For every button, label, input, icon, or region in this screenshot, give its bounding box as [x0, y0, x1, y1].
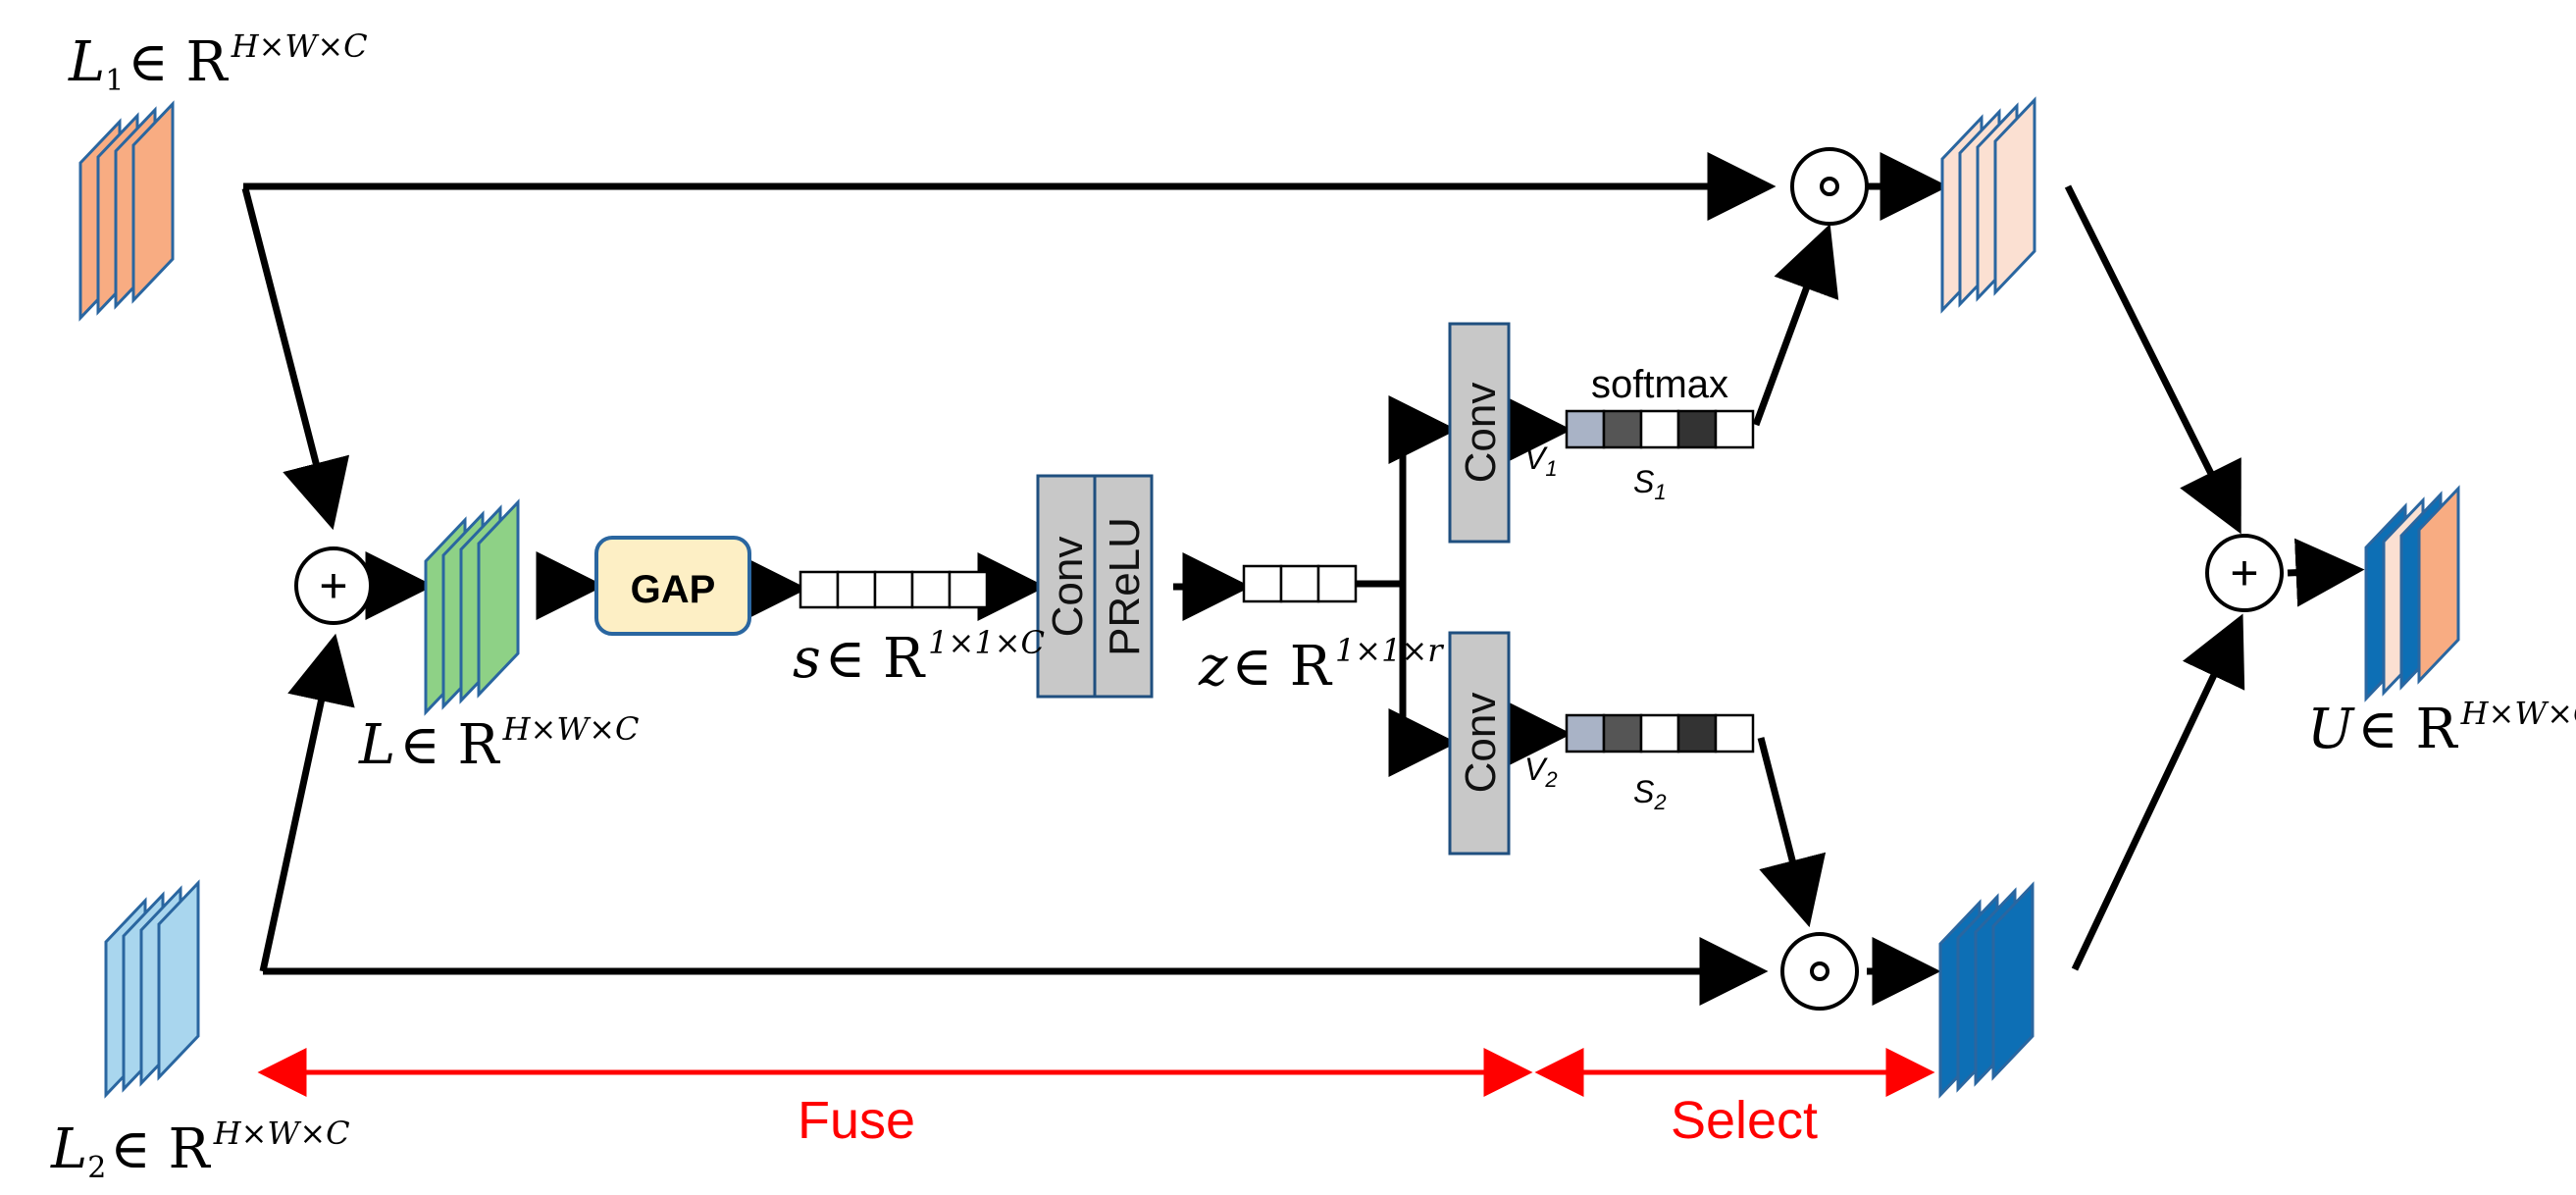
feature-stacks [78, 96, 2460, 1099]
conv-top-block: Conv [1448, 322, 1511, 544]
gap-block: GAP [594, 536, 751, 636]
add-op-output-symbol: + [2230, 546, 2258, 600]
output-label: U∈ RH×W×C [2307, 695, 2576, 761]
stack-l2-sheet [157, 879, 200, 1081]
conv-label: Conv [1044, 537, 1092, 638]
stack-fused [424, 498, 520, 716]
add-op-fuse: + [294, 546, 373, 625]
stack-output [2364, 485, 2460, 702]
stack-l2 [104, 879, 200, 1099]
connectors [241, 152, 2365, 1006]
conv-bottom-block: Conv [1448, 631, 1511, 856]
mul-op-top [1790, 147, 1869, 226]
stack-l1-sheet [131, 100, 175, 304]
select-label: Select [1671, 1091, 1818, 1150]
v2-label: V2 [1524, 752, 1558, 792]
arrow-bottom-stack-to-add [2071, 613, 2245, 971]
v1-vector [1565, 409, 1755, 449]
s1-label: S1 [1633, 464, 1667, 504]
conv-top-label: Conv [1457, 383, 1505, 484]
arrow-top-stack-to-add [2064, 184, 2241, 535]
s-vector [799, 570, 989, 609]
stack-weighted-bottom-sheet [1991, 881, 2035, 1081]
stack-weighted-top-sheet [1993, 96, 2036, 296]
add-op-output: + [2205, 534, 2284, 612]
arrow-l1-to-add [241, 187, 350, 531]
stack-output-sheet [2417, 485, 2460, 685]
z-vector [1242, 564, 1358, 603]
stack-fused-sheet [477, 498, 520, 699]
softmax-label: softmax [1591, 363, 1728, 406]
arrow-s2-to-mul-bottom [1757, 737, 1827, 928]
conv-bottom-label: Conv [1457, 693, 1505, 794]
prelu-label: PReLU [1101, 517, 1149, 656]
gap-label: GAP [631, 568, 716, 611]
stack-weighted-top [1940, 96, 2036, 314]
arrow-z-split-bottom [1388, 584, 1458, 777]
arrow-add-to-output [2287, 538, 2365, 607]
arrow-l2-to-add [259, 633, 355, 972]
conv-prelu-block: Conv PReLU [1036, 474, 1154, 699]
arrow-z-split-top [1354, 395, 1458, 588]
stack-weighted-bottom [1938, 881, 2035, 1099]
v2-vector [1565, 713, 1755, 753]
fuse-label: Fuse [798, 1091, 915, 1150]
arrow-s1-to-mul-top [1752, 224, 1839, 427]
add-op-fuse-symbol: + [319, 558, 347, 613]
stack-l1 [78, 100, 175, 322]
mul-op-bottom [1780, 932, 1859, 1011]
s2-label: S2 [1633, 774, 1667, 814]
v1-label: V1 [1524, 441, 1558, 481]
